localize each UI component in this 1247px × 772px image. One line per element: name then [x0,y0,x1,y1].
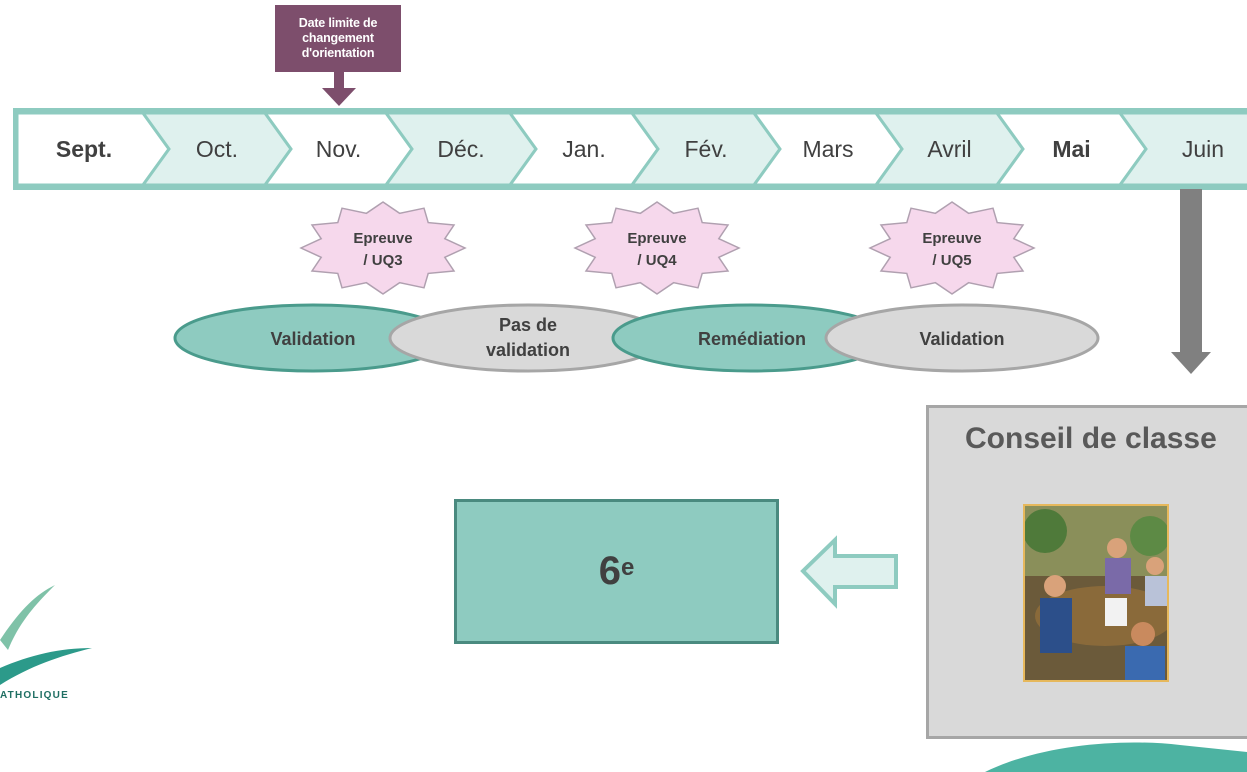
test-star [573,201,741,295]
phase-label-2a: Pas de [499,315,557,335]
phase-ellipse-4 [824,303,1100,373]
deadline-arrow-stem [334,72,344,90]
month-label: Sept. [56,136,112,162]
result-superscript: e [620,553,635,581]
test-label: / UQ5 [932,252,971,269]
deadline-line-2: changement [302,31,374,45]
test-label: Epreuve [353,230,412,247]
phase-label-3: Remédiation [698,329,806,349]
class-council-panel: Conseil de classe [926,405,1247,739]
test-label: / UQ4 [637,252,677,269]
deadline-label: Date limite de changement d'orientation [275,5,401,72]
logo-swoosh-2 [0,648,92,685]
deadline-arrow-head [322,88,356,106]
test-stars: Epreuve / UQ3 Epreuve / UQ4 Epreuve / UQ5 [299,201,1036,295]
test-label: / UQ3 [363,252,402,269]
logo-swoosh-1 [0,585,55,650]
deadline-line-1: Date limite de [298,16,378,30]
month-label: Oct. [196,136,238,162]
corner-blob [985,742,1247,772]
logo-text: ATHOLIQUE [0,690,69,701]
month-label: Avril [927,136,971,162]
phase-label-4: Validation [919,329,1004,349]
class-council-title: Conseil de classe [965,422,1217,455]
month-chevron [1117,111,1247,187]
council-arrow-head [1171,352,1211,374]
timeline-chevrons: Sept. Oct. Nov. Déc. Jan. Fév. Mars Avril Mai Jui… [15,111,1247,187]
meeting-clipart [1023,504,1169,682]
month-label: Mai [1052,136,1090,162]
phase-label-1: Validation [270,329,355,349]
result-value: 6 [598,549,621,593]
phase-label-2b: validation [486,340,570,360]
month-label: Juin [1182,136,1224,162]
test-label: Epreuve [627,230,686,247]
meeting-illustration [1025,506,1167,680]
deadline-line-3: d'orientation [301,46,375,60]
month-label: Nov. [316,136,362,162]
month-label: Jan. [562,136,605,162]
month-label: Déc. [437,136,484,162]
month-label: Fév. [684,136,727,162]
phase-ellipses [173,303,1100,373]
test-star [299,201,467,295]
month-label: Mars [802,136,853,162]
test-star [868,201,1036,295]
test-label: Epreuve [922,230,981,247]
council-arrow-stem [1180,189,1202,354]
result-arrow [800,535,898,609]
